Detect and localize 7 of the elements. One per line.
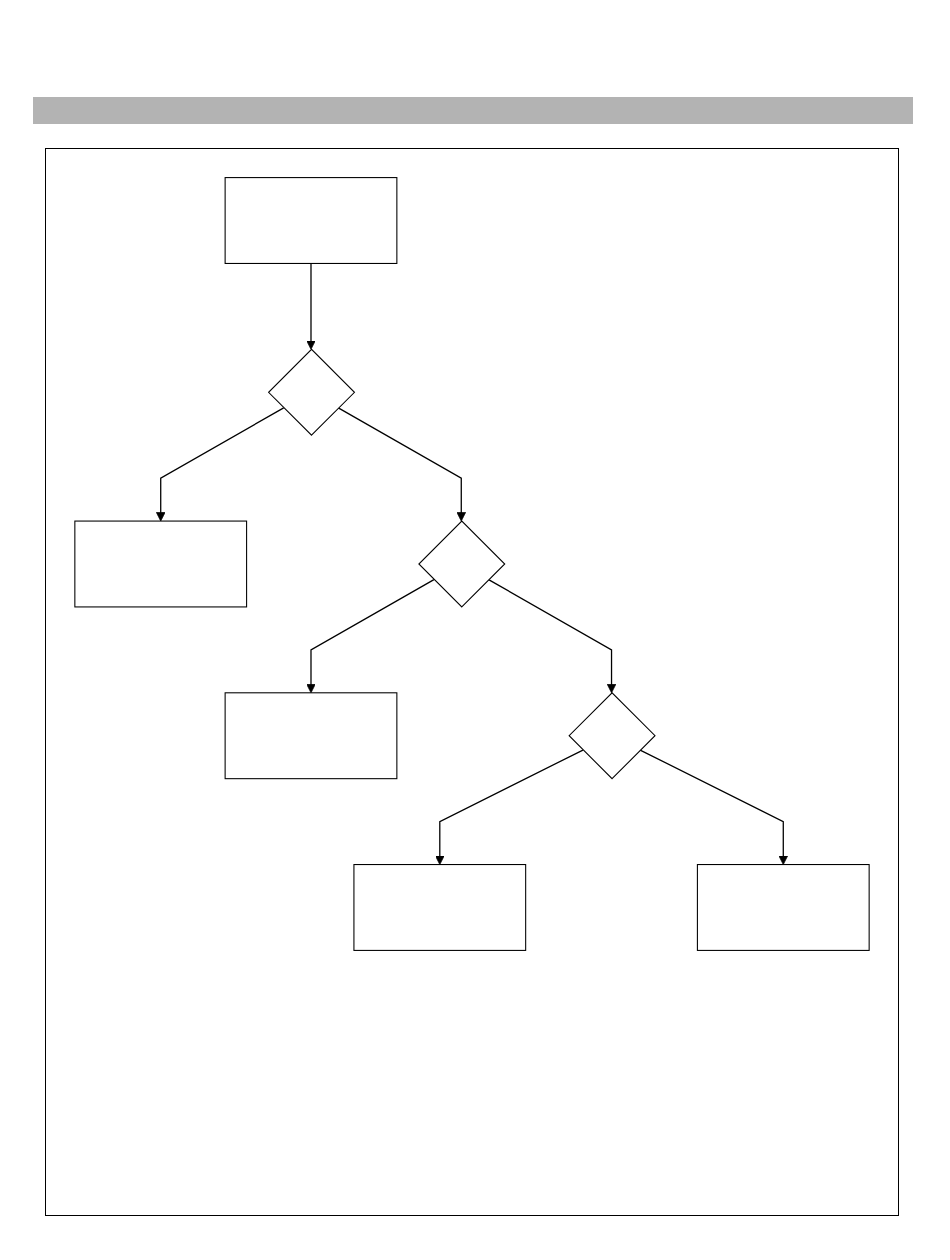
arrow <box>337 407 466 522</box>
arrow <box>156 407 285 522</box>
arrow <box>306 262 316 350</box>
arrow <box>639 749 788 865</box>
arrow <box>487 578 617 694</box>
arrow <box>435 749 584 865</box>
arrow <box>306 578 435 694</box>
